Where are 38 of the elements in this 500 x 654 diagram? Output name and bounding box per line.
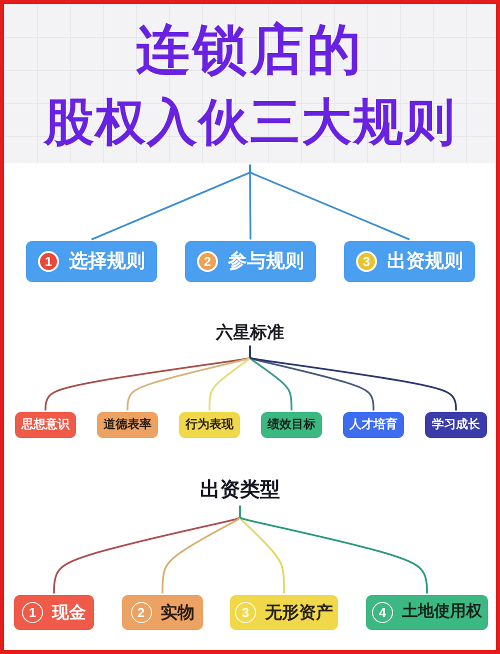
standard-box: [343, 412, 404, 438]
title-band: [4, 4, 496, 163]
section-heading: 六星标准: [208, 322, 292, 344]
investment-box: [230, 595, 338, 630]
number-badge: 3: [235, 602, 256, 623]
number-badge: 1: [38, 251, 59, 272]
investment-box: [122, 595, 203, 630]
title-text: 连锁店的: [135, 19, 365, 82]
investment-box: [14, 595, 94, 630]
number-badge: 2: [130, 602, 152, 623]
number-badge: 4: [372, 602, 393, 623]
box-label: 土地使用权: [402, 603, 482, 622]
standard-box: [179, 412, 240, 438]
box-label: 绩效目标: [268, 418, 316, 432]
connector-line: [249, 164, 410, 240]
box-label: 人才培育: [350, 418, 398, 432]
standard-box: [15, 412, 76, 438]
number-badge: 1: [22, 602, 43, 623]
box-label: 思想意识: [22, 418, 70, 432]
box-label: 实物: [160, 602, 194, 622]
standard-box: [261, 412, 322, 438]
section-heading: 出资类型: [192, 477, 288, 504]
box-label: 学习成长: [432, 418, 480, 432]
box-label: 出资规则: [387, 250, 463, 272]
connector-line: [249, 346, 457, 412]
box-label: 行为表现: [186, 418, 234, 432]
box-label: 道德表率: [104, 418, 152, 432]
connector-line: [239, 506, 428, 594]
standard-box: [97, 412, 158, 438]
box-label: 选择规则: [69, 250, 145, 272]
box-label: 参与规则: [228, 250, 304, 272]
standard-box: [425, 412, 487, 438]
number-badge: 2: [197, 251, 218, 272]
box-label: 现金: [52, 602, 86, 622]
box-label: 无形资产: [265, 602, 333, 622]
title-text: 股权入伙三大规则: [42, 93, 457, 152]
number-badge: 3: [356, 251, 377, 272]
investment-box: [366, 595, 488, 630]
